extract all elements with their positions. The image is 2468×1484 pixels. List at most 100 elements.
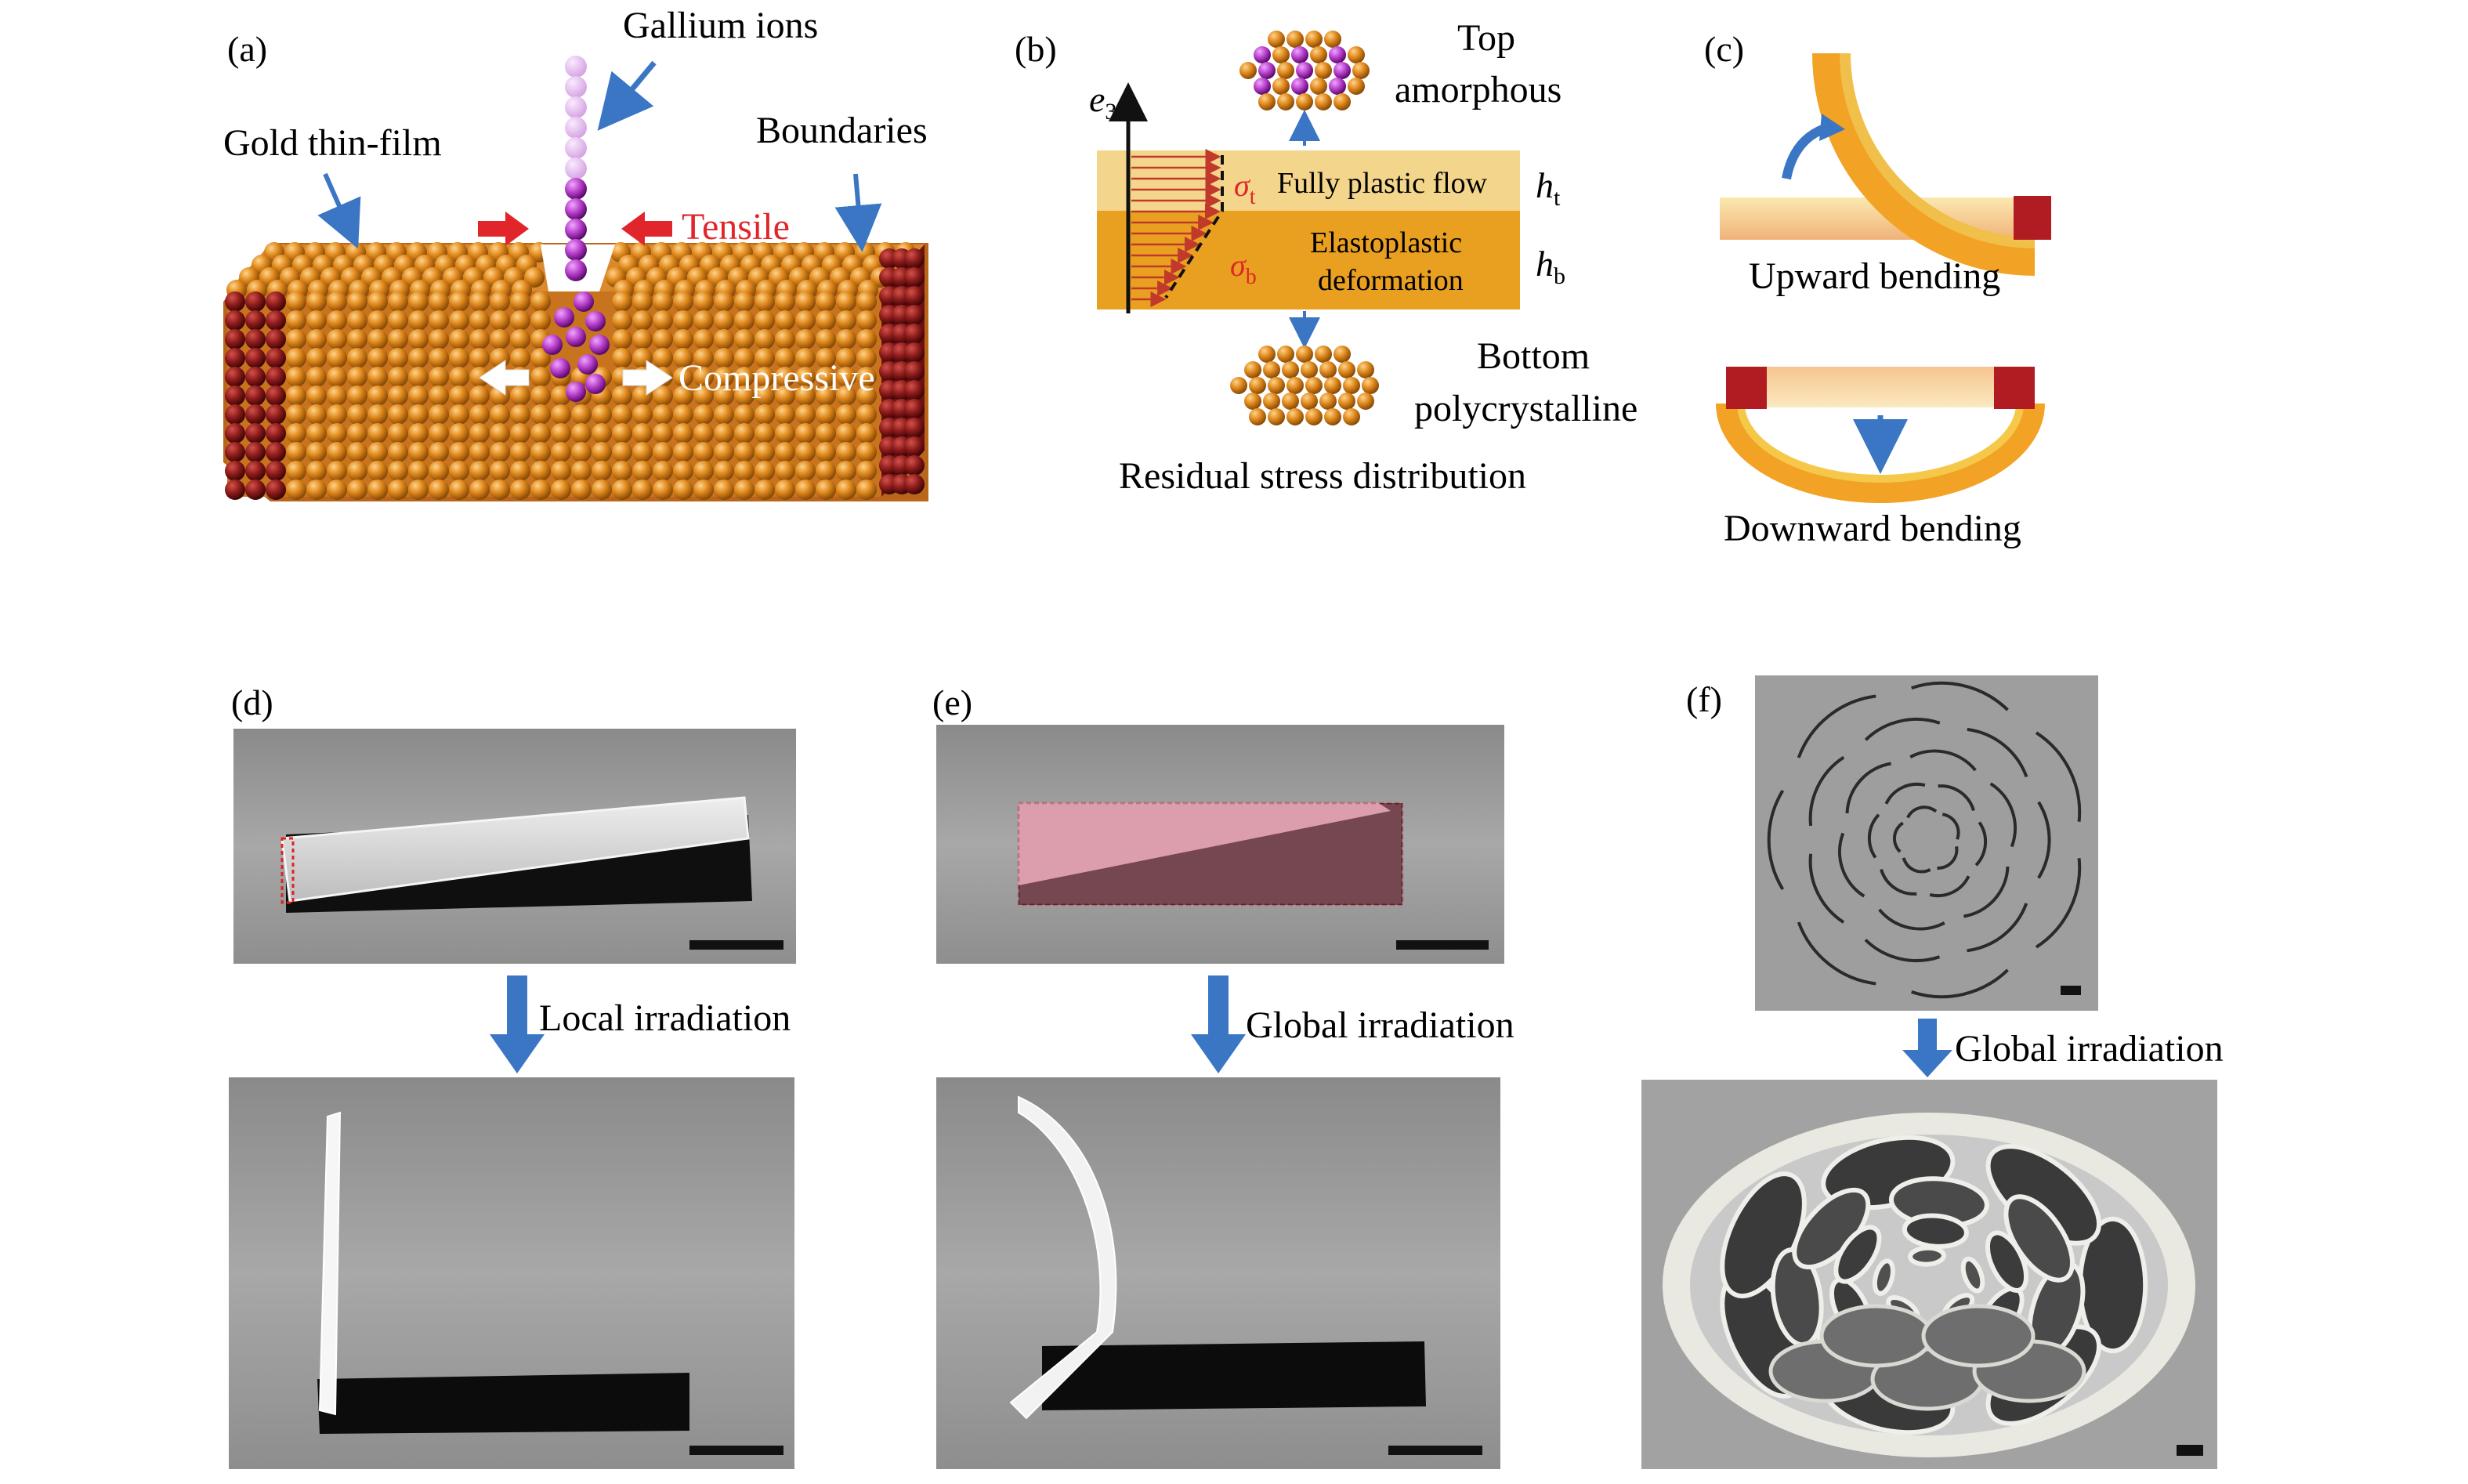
gold-arrow [317, 172, 361, 249]
boundary-atom [225, 310, 245, 331]
boundary-atom [904, 267, 925, 288]
gold-atom [856, 291, 877, 312]
gold-atom [388, 291, 408, 312]
gold-atom [1286, 31, 1304, 48]
gold-atom [449, 367, 469, 387]
petal-cut [1808, 755, 1845, 827]
gold-atom [286, 329, 306, 349]
gold-atom [347, 291, 367, 312]
gold-atom [490, 442, 510, 462]
petal-cut [2035, 731, 2082, 822]
gold-atom [714, 442, 734, 462]
gold-atom [1239, 62, 1257, 79]
gold-atom [408, 480, 429, 500]
gold-atom [469, 423, 490, 443]
gold-atom [327, 310, 347, 331]
gold-atom [673, 329, 693, 349]
gold-atom [490, 480, 510, 500]
gold-atom [469, 329, 490, 349]
gold-atom [306, 442, 327, 462]
gold-atom [755, 423, 775, 443]
implanted-ion [542, 335, 563, 355]
gold-atom [653, 310, 673, 331]
boundary-atom [266, 423, 286, 443]
gold-atom [286, 404, 306, 425]
boundary-atom [266, 404, 286, 425]
gold-atom [653, 442, 673, 462]
petal-cut [1902, 857, 1931, 874]
gold-atom [510, 480, 530, 500]
gold-atom [632, 480, 653, 500]
gold-atom [632, 329, 653, 349]
elastoplastic-label-2: deformation [1318, 264, 1464, 297]
boundary-atom [904, 418, 925, 438]
gold-atom [653, 348, 673, 368]
boundary-atom [266, 385, 286, 406]
gold-atom [653, 480, 673, 500]
gallium-arrow [597, 60, 657, 131]
gold-atom [816, 310, 836, 331]
gold-atom [693, 461, 714, 481]
tensile-arrow-left [478, 212, 529, 246]
gold-atom [367, 404, 388, 425]
lifted-petal [1921, 1304, 2036, 1368]
gold-atom [347, 404, 367, 425]
gold-atom [673, 461, 693, 481]
gold-atom [1357, 361, 1374, 378]
gold-atom [429, 291, 449, 312]
gold-atom [836, 480, 856, 500]
boundary-atom [245, 442, 266, 462]
gold-atom [1258, 93, 1276, 110]
gold-atom [367, 442, 388, 462]
gold-atom [469, 348, 490, 368]
gold-atom [795, 348, 816, 368]
gold-atom [755, 461, 775, 481]
petal-cut [1963, 866, 2010, 918]
gold-atom [1244, 393, 1261, 410]
gold-atom [673, 442, 693, 462]
gold-atom [490, 291, 510, 312]
gold-atom [367, 291, 388, 312]
petal-cut [1867, 813, 1880, 859]
gold-atom [775, 442, 795, 462]
gold-atom [693, 423, 714, 443]
gold-atom [836, 385, 856, 406]
gold-atom [327, 385, 347, 406]
petal-cut [1967, 903, 2028, 953]
top-amorphous-cluster [1239, 31, 1370, 110]
gold-atom [856, 385, 877, 406]
gold-atom [1249, 377, 1266, 394]
gold-atom [653, 329, 673, 349]
axis-label: e3 [1089, 79, 1116, 125]
gold-atom [612, 423, 632, 443]
boundary-atom [225, 329, 245, 349]
panel-d-label: (d) [231, 682, 273, 722]
gallium-atom [1291, 78, 1308, 95]
gallium-atom [1254, 78, 1271, 95]
boundary-atom [904, 474, 925, 494]
gold-atom [490, 329, 510, 349]
gold-atom [693, 442, 714, 462]
boundary-atom [225, 404, 245, 425]
gold-atom [612, 480, 632, 500]
gold-atom [469, 461, 490, 481]
gold-atom [1301, 361, 1318, 378]
gold-atom [571, 461, 592, 481]
gallium-atom [1334, 62, 1351, 79]
implanted-ion [589, 335, 610, 355]
upward-bending-label: Upward bending [1749, 255, 2000, 297]
gold-atom [327, 442, 347, 462]
boundary-atom [245, 348, 266, 368]
gold-atom [816, 442, 836, 462]
downward-anchor-left [1726, 367, 1767, 409]
gold-atom [1305, 377, 1323, 394]
sem-d-before [233, 729, 796, 964]
gold-atom [286, 480, 306, 500]
implanted-ion [577, 354, 598, 375]
gold-atom [469, 480, 490, 500]
boundaries-arrow [834, 173, 882, 252]
gold-atom [775, 461, 795, 481]
gold-atom [1343, 408, 1360, 425]
gold-atom [408, 348, 429, 368]
